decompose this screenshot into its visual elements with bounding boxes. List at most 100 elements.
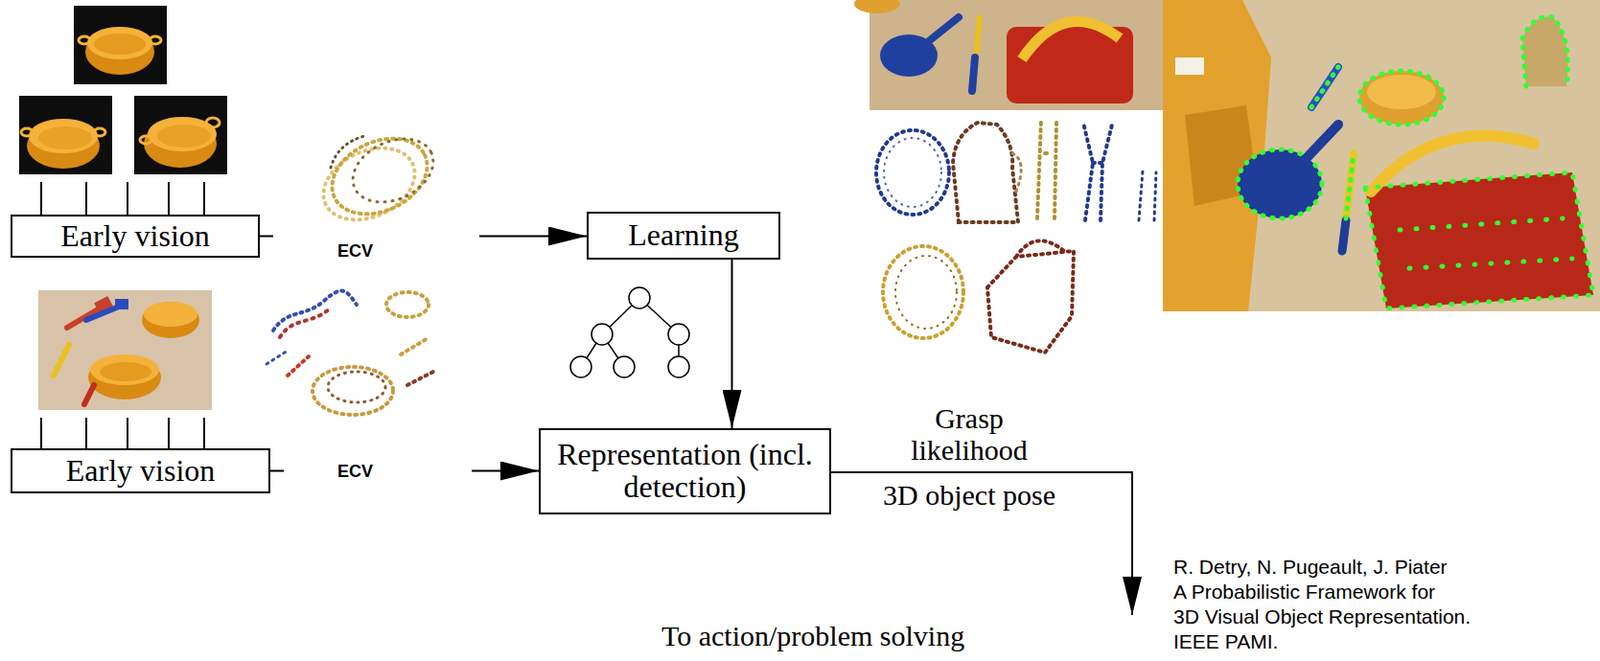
box-label: Early vision xyxy=(60,220,210,254)
robot-photo xyxy=(1367,74,1437,110)
scene-photo xyxy=(38,290,212,411)
robot-photo xyxy=(1522,16,1568,87)
model-clouds xyxy=(869,110,1163,363)
annotation-label: ECV xyxy=(337,241,373,262)
pot-photo xyxy=(78,36,91,45)
scene-photo xyxy=(115,299,129,310)
objects-photo xyxy=(972,57,975,92)
tree-icon xyxy=(628,287,650,309)
tree-icon xyxy=(613,356,635,378)
scene-photo xyxy=(84,385,94,405)
annotation-text: 3D Visual Object Representation. xyxy=(1173,605,1471,628)
ecv-cloud xyxy=(330,136,365,168)
ecv-cloud xyxy=(273,291,357,331)
scene-photo xyxy=(53,345,70,376)
flow-arrow xyxy=(270,470,539,473)
robot-photo xyxy=(1311,67,1339,108)
annotation-label: IEEE PAMI. xyxy=(1173,630,1278,654)
annotation-label: Grasp likelihood xyxy=(882,402,1056,466)
pot-photo xyxy=(73,5,167,85)
scene-photo xyxy=(86,306,119,321)
process-box: Representation (incl. detection) xyxy=(538,428,832,515)
robot-photo xyxy=(1365,172,1594,309)
input-ticks xyxy=(41,182,205,215)
robot-photo xyxy=(1162,0,1600,312)
model-clouds xyxy=(952,122,1019,223)
annotation-label: To action/problem solving xyxy=(661,620,965,654)
pot-photo xyxy=(134,95,228,175)
flow-arrow xyxy=(731,259,734,429)
robot-photo xyxy=(1359,70,1444,125)
model-clouds xyxy=(1083,122,1113,221)
tree-icon xyxy=(580,298,679,368)
input-ticks xyxy=(41,417,205,449)
process-box: Early vision xyxy=(10,214,260,258)
ecv-cloud xyxy=(327,371,386,403)
annotation-text: A Probabilistic Framework for xyxy=(1173,580,1436,603)
pot-photo xyxy=(28,118,98,154)
scene-photo xyxy=(141,301,200,339)
ecv-cloud xyxy=(400,337,430,355)
annotation-label: 3D Visual Object Representation. xyxy=(1173,605,1471,629)
annotation-label: R. Detry, N. Pugeault, J. Piater xyxy=(1173,556,1448,580)
ecv-cloud xyxy=(266,291,434,416)
model-clouds xyxy=(1138,170,1157,221)
tree-icon xyxy=(570,287,690,378)
pot-photo xyxy=(21,128,33,137)
scene-photo xyxy=(90,354,160,386)
annotation-label: A Probabilistic Framework for xyxy=(1173,580,1436,604)
model-clouds xyxy=(1037,119,1057,219)
robot-photo xyxy=(1303,124,1339,162)
model-clouds xyxy=(869,110,1163,363)
tree-icon xyxy=(668,356,690,378)
objects-photo xyxy=(854,0,1163,111)
ecv-cloud xyxy=(386,292,429,318)
pot-photo xyxy=(206,117,220,128)
box-label: Learning xyxy=(627,219,740,253)
flow-arrow xyxy=(259,235,587,238)
model-clouds xyxy=(883,138,942,208)
robot-photo xyxy=(1311,67,1339,108)
input-ticks xyxy=(41,417,205,449)
robot-photo xyxy=(1359,70,1444,125)
model-clouds xyxy=(895,255,957,329)
annotation-text: 3D object pose xyxy=(882,479,1056,511)
model-clouds xyxy=(882,246,964,339)
scene-photo xyxy=(99,362,152,382)
box-label: Early vision xyxy=(66,455,216,488)
robot-photo xyxy=(1342,220,1346,252)
robot-photo xyxy=(1162,0,1600,312)
input-ticks xyxy=(41,182,205,215)
ecv-cloud xyxy=(287,356,309,376)
ecv-cloud xyxy=(266,350,288,365)
ecv-cloud xyxy=(312,367,394,416)
objects-photo xyxy=(929,17,959,41)
pot-photo xyxy=(139,136,152,144)
pot-photo xyxy=(19,95,113,175)
process-box: Learning xyxy=(586,211,781,260)
model-clouds xyxy=(987,240,1074,353)
annotation-label: 3D object pose xyxy=(882,479,1056,511)
pot-photo xyxy=(93,128,106,137)
ecv-cloud xyxy=(342,126,443,215)
output-arrow xyxy=(831,472,1133,616)
robot-photo xyxy=(1399,218,1573,269)
scene-photo xyxy=(88,355,162,400)
robot-photo xyxy=(1522,16,1568,87)
pot-photo xyxy=(73,5,167,85)
objects-photo xyxy=(869,0,1163,111)
annotation-text: R. Detry, N. Pugeault, J. Piater xyxy=(1173,556,1448,579)
pot-photo xyxy=(93,33,146,55)
robot-photo xyxy=(1175,57,1205,75)
scene-photo xyxy=(38,290,212,411)
robot-photo xyxy=(1345,153,1354,219)
pot-photo xyxy=(134,95,228,175)
robot-photo xyxy=(1345,153,1354,219)
model-clouds xyxy=(876,130,950,215)
tree-icon xyxy=(570,356,592,378)
tree-icon xyxy=(668,324,690,346)
annotation-text: To action/problem solving xyxy=(661,620,965,652)
tree-icon xyxy=(591,324,613,346)
annotation-text: ECV xyxy=(337,241,373,261)
